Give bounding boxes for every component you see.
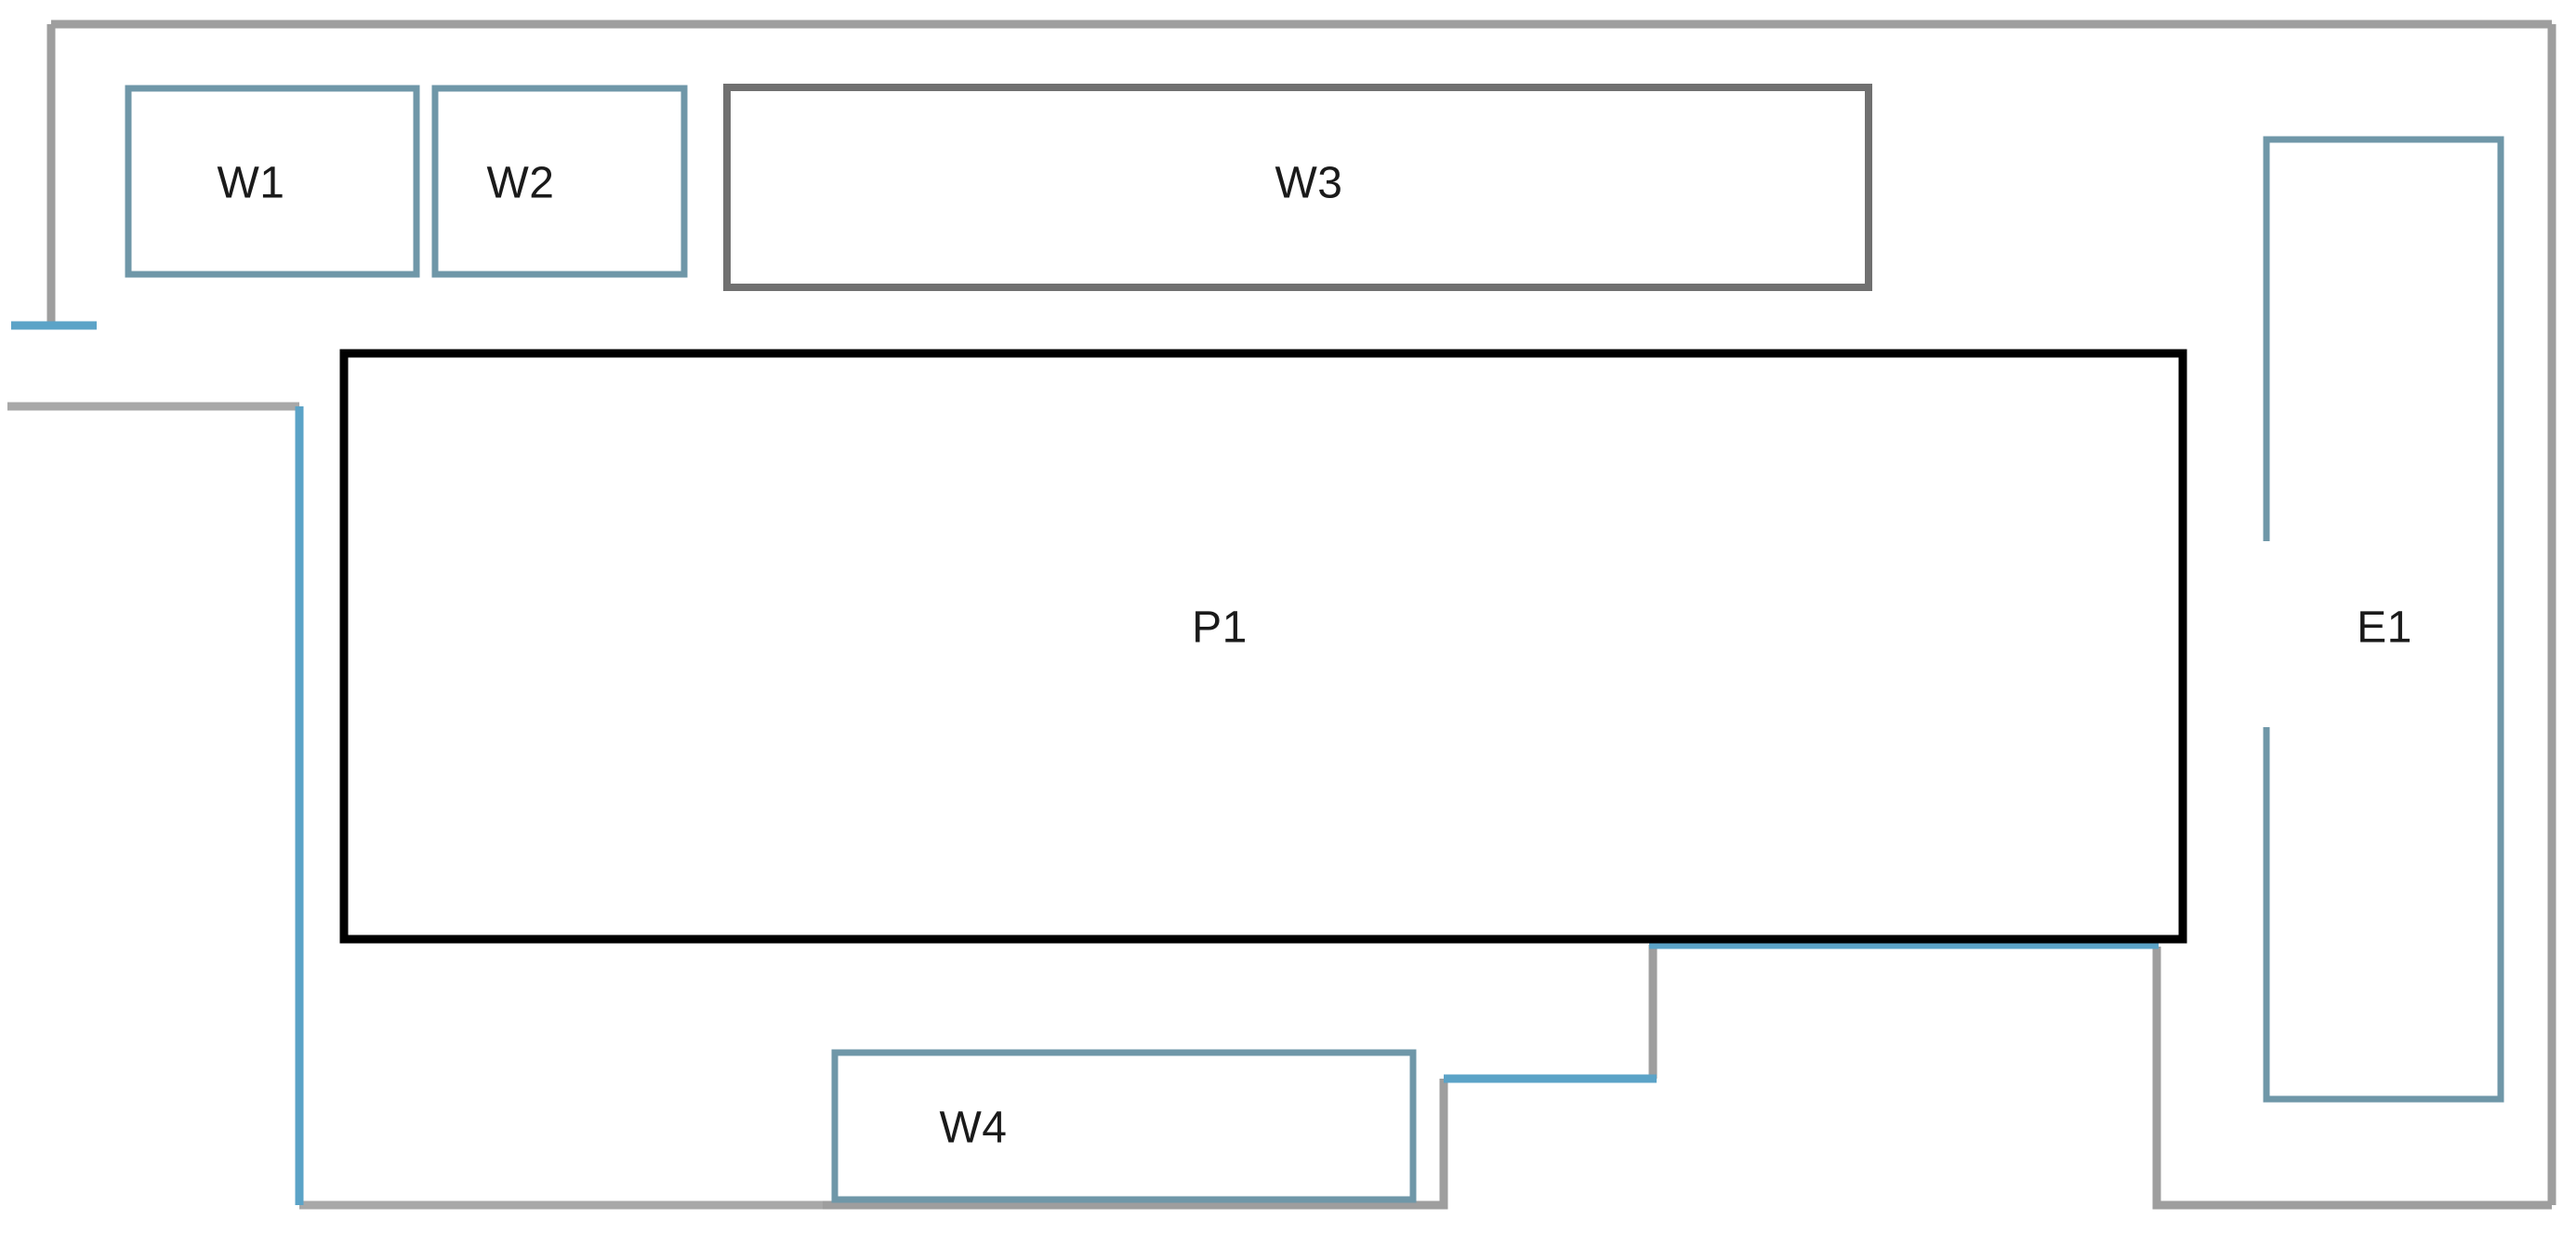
room-w3-label: W3 bbox=[1275, 159, 1343, 208]
opening-group bbox=[11, 321, 2159, 1205]
room-e1[interactable]: E1 bbox=[2263, 136, 2504, 1103]
room-w4-label: W4 bbox=[940, 1104, 1008, 1153]
room-w1[interactable]: W1 bbox=[125, 85, 420, 278]
room-w3[interactable]: W3 bbox=[723, 84, 1872, 291]
room-e1-outline-main[interactable] bbox=[2263, 136, 2504, 1103]
room-w3-outline[interactable] bbox=[723, 84, 1872, 291]
room-p1[interactable]: P1 bbox=[339, 349, 2187, 944]
room-w4[interactable]: W4 bbox=[831, 1049, 1417, 1203]
room-p1-outline[interactable] bbox=[339, 349, 2187, 944]
room-w4-outline[interactable] bbox=[831, 1049, 1417, 1203]
room-w1-outline[interactable] bbox=[125, 85, 420, 278]
room-w1-label: W1 bbox=[218, 159, 285, 208]
room-w2[interactable]: W2 bbox=[431, 85, 688, 278]
room-w2-label: W2 bbox=[487, 159, 555, 208]
room-e1-label: E1 bbox=[2357, 603, 2412, 653]
outer-wall-group bbox=[7, 20, 2556, 1210]
room-w2-outline[interactable] bbox=[431, 85, 688, 278]
room-p1-label: P1 bbox=[1192, 603, 1248, 653]
wall-bottom-right bbox=[2152, 947, 2552, 1210]
wall-bottom-center bbox=[823, 1079, 1448, 1210]
